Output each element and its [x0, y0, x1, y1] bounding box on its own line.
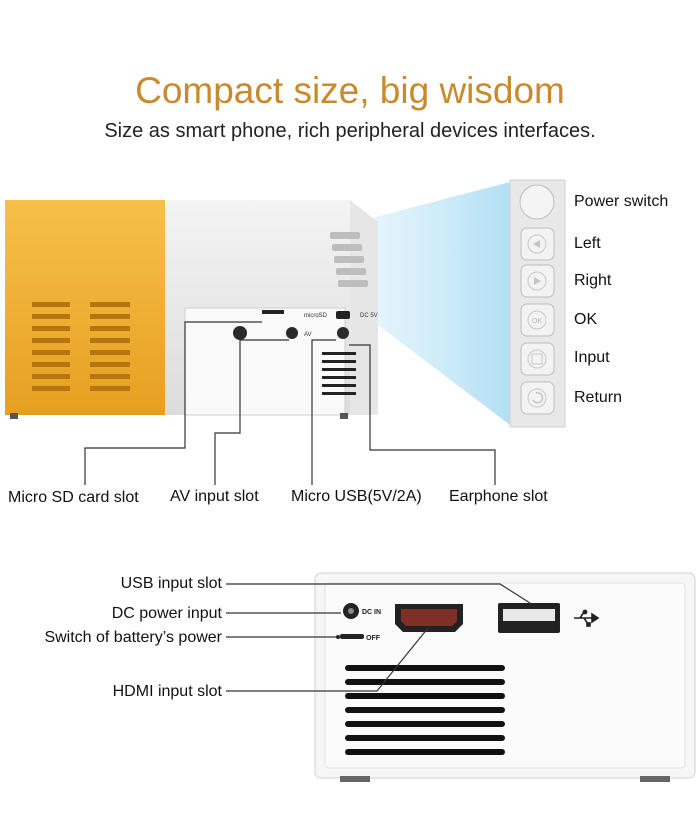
right-arrow-icon	[534, 277, 541, 285]
usb-input-callout: USB input slot	[120, 575, 222, 592]
av-port	[286, 327, 298, 339]
earphone-port	[337, 327, 349, 339]
off-label: OFF	[366, 635, 381, 642]
ok-label: OK	[574, 311, 598, 328]
sd-port-hole	[233, 326, 247, 340]
side-vent-slots	[322, 352, 356, 395]
dc-in-label: DC IN	[362, 609, 381, 616]
back-callout-lines	[226, 583, 531, 692]
page-title: Compact size, big wisdom	[135, 70, 565, 111]
top-callout-lines	[84, 321, 496, 485]
left-label: Left	[574, 235, 601, 252]
av-input-callout: AV input slot	[170, 488, 259, 505]
micro-usb-port	[336, 311, 350, 319]
microsd-port-label: microSD	[304, 313, 328, 319]
page-subtitle: Size as smart phone, rich peripheral dev…	[104, 120, 596, 142]
dc5v-port-label: DC 5V	[360, 313, 378, 319]
battery-switch-callout: Switch of battery’s power	[44, 629, 222, 646]
return-label: Return	[574, 389, 623, 406]
top-button-strip	[330, 232, 368, 287]
battery-switch	[340, 634, 364, 639]
micro-sd-callout: Micro SD card slot	[8, 489, 139, 506]
projector-side-view	[5, 200, 378, 419]
projector-back-view	[314, 572, 696, 782]
orange-vent-slots	[32, 302, 130, 391]
input-label: Input	[574, 349, 610, 366]
av-port-label: AV	[304, 332, 312, 338]
ok-icon: OK	[532, 318, 542, 325]
back-vent-slots	[345, 665, 505, 755]
return-icon	[532, 392, 544, 404]
button-panel: OK	[509, 179, 566, 428]
earphone-callout: Earphone slot	[449, 488, 548, 505]
input-icon	[531, 353, 543, 365]
dc-power-callout: DC power input	[111, 605, 222, 622]
projection-beam	[345, 182, 510, 425]
micro-usb-callout: Micro USB(5V/2A)	[291, 488, 422, 505]
hdmi-input-callout: HDMI input slot	[112, 683, 222, 700]
usb-symbol-icon	[574, 609, 600, 627]
microsd-slot	[262, 310, 284, 314]
power-switch-label: Power switch	[574, 193, 669, 210]
right-label: Right	[574, 272, 612, 289]
left-arrow-icon	[533, 240, 540, 248]
